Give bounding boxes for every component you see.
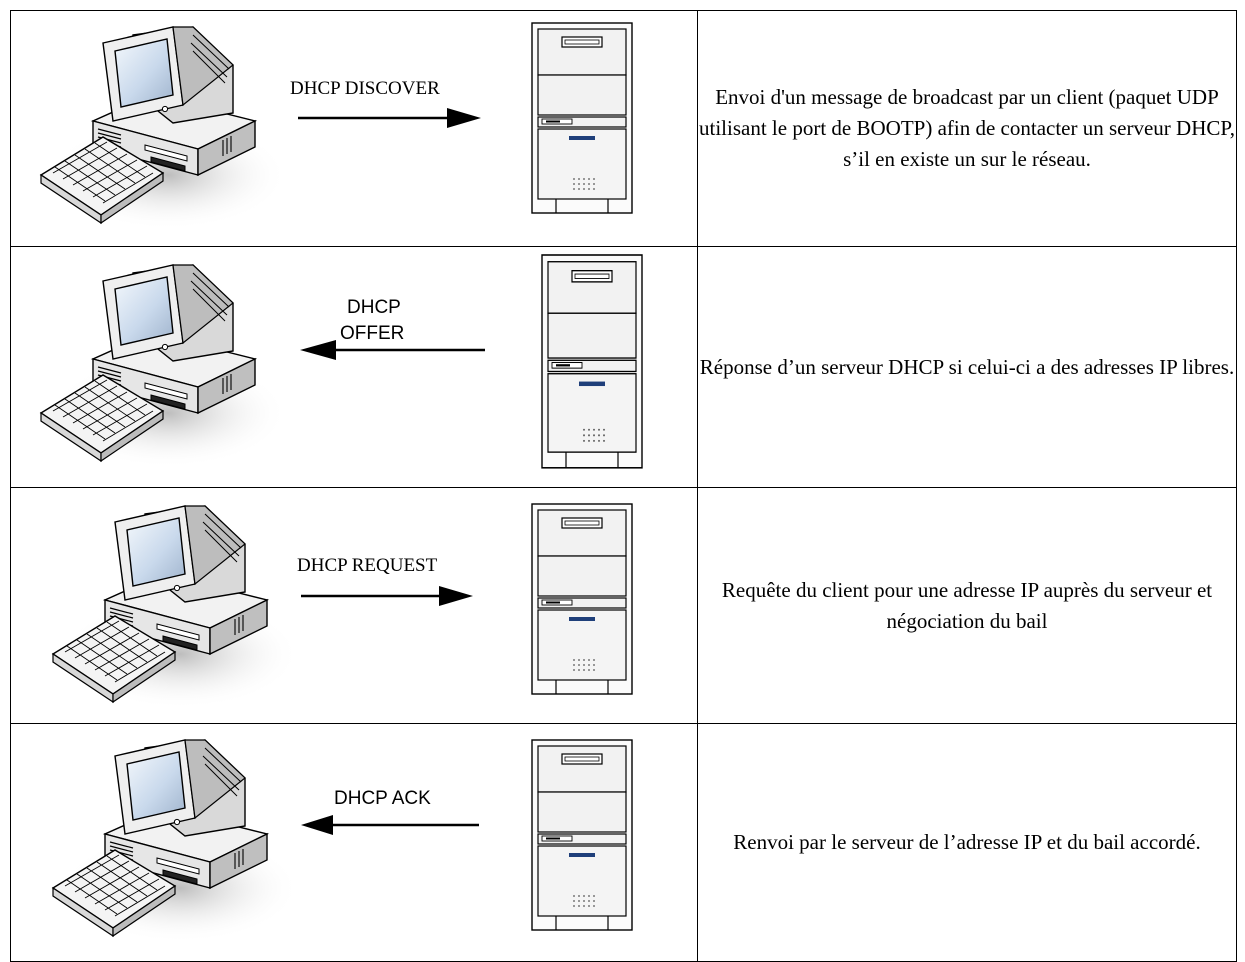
request-diagram: DHCP REQUEST [52, 503, 633, 710]
step-offer-scene: DHCP OFFER [10, 246, 698, 488]
arrow-right-icon [298, 108, 481, 128]
computer-icon [40, 26, 289, 231]
server-tower-icon [531, 739, 633, 931]
step-offer-row: DHCP OFFER Réponse d’un serveur DHCP si … [10, 246, 1237, 488]
server-tower-icon [541, 254, 643, 469]
computer-icon [40, 264, 289, 469]
arrow-left-icon [300, 340, 485, 360]
server-tower-icon [531, 22, 633, 214]
step-offer-description: Réponse d’un serveur DHCP si celui-ci a … [697, 246, 1237, 488]
dhcp-steps-table: DHCP DISCOVER Envoi d'un message de broa… [10, 10, 1237, 962]
computer-icon [52, 739, 301, 944]
step-request-scene: DHCP REQUEST [10, 487, 698, 724]
step-discover-scene: DHCP DISCOVER [10, 10, 698, 247]
step-ack-scene: DHCP ACK [10, 723, 698, 962]
step-request-description: Requête du client pour une adresse IP au… [697, 487, 1237, 724]
step-ack-description: Renvoi par le serveur de l’adresse IP et… [697, 723, 1237, 962]
ack-diagram: DHCP ACK [52, 739, 633, 944]
step-ack-row: DHCP ACK Renvoi par le serveur de l’adre… [10, 723, 1237, 962]
discover-diagram: DHCP DISCOVER [40, 22, 633, 231]
server-tower-icon [531, 503, 633, 695]
arrow-label-line2: OFFER [340, 323, 404, 344]
arrow-label: DHCP ACK [334, 788, 431, 809]
arrow-label: DHCP REQUEST [297, 555, 438, 576]
computer-icon [52, 505, 301, 710]
arrow-label-line1: DHCP [347, 297, 401, 318]
step-request-row: DHCP REQUEST Requête du client pour une … [10, 487, 1237, 724]
arrow-label: DHCP DISCOVER [290, 78, 440, 99]
offer-diagram: DHCP OFFER [40, 254, 643, 469]
step-discover-row: DHCP DISCOVER Envoi d'un message de broa… [10, 10, 1237, 247]
arrow-left-icon [301, 815, 479, 835]
arrow-right-icon [301, 586, 473, 606]
step-discover-description: Envoi d'un message de broadcast par un c… [697, 10, 1237, 247]
